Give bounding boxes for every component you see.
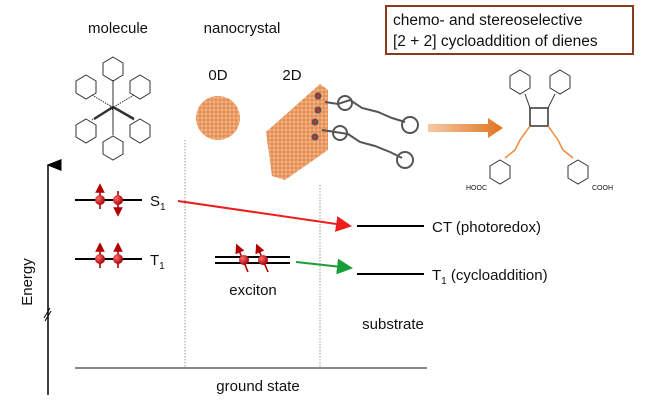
- iridium-complex-structure: Ir: [75, 56, 151, 161]
- exciton-spins: [235, 243, 269, 273]
- 0d-nanocrystal-sphere: [196, 96, 240, 140]
- t1-spins: [95, 242, 123, 268]
- cycloaddition-product-structure: HOOC COOH: [466, 69, 613, 192]
- s1-spins: [95, 183, 123, 217]
- ct-label: CT (photoredox): [432, 219, 541, 236]
- exciton-label: exciton: [229, 282, 277, 299]
- ligand-chains: [311, 92, 419, 169]
- hooc-label: HOOC: [466, 185, 487, 192]
- axis-break: [43, 307, 51, 319]
- nanocrystal-label: nanocrystal: [204, 20, 281, 37]
- cooh-label: COOH: [592, 185, 613, 192]
- s1-label: S1: [150, 193, 166, 213]
- molecule-label: molecule: [88, 20, 148, 37]
- substrate-label: substrate: [362, 316, 424, 333]
- title-line-1: chemo- and stereoselective: [393, 12, 583, 29]
- energy-axis-label: Energy: [19, 258, 36, 306]
- 2d-label: 2D: [282, 67, 301, 84]
- reaction-arrow: [428, 118, 503, 138]
- ground-state-label: ground state: [216, 378, 299, 395]
- photoredox-arrow: [177, 200, 352, 232]
- t1-label: T1: [150, 252, 165, 272]
- triplet-transfer-arrow: [295, 258, 353, 275]
- title-line-2: [2 + 2] cycloaddition of dienes: [393, 33, 598, 50]
- t1-cycloaddition-label: T1 (cycloaddition): [432, 267, 548, 287]
- 2d-nanoplatelet: [266, 84, 328, 180]
- ir-label: Ir: [110, 106, 114, 112]
- 0d-label: 0D: [208, 67, 227, 84]
- title-box: chemo- and stereoselective [2 + 2] cyclo…: [385, 5, 634, 55]
